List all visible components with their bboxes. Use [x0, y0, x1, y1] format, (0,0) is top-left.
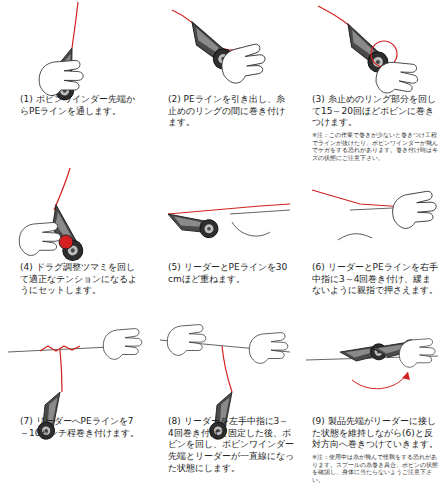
step-3-art — [318, 6, 420, 98]
step-panel: (9) 製品先端がリーダーに接した状態を維持しながら(6)と反対方向へ巻きつけて… — [312, 416, 438, 483]
step-1-art — [39, 2, 88, 102]
step-caption: (3) 糸止めのリング部分を回して15～20回ほどボビンに巻きつけます。 — [312, 94, 438, 129]
caution-note: ※注：使用中は糸が飛んで怪我をする恐れがあります。スプールの糸巻き具合、ボビンの… — [312, 453, 438, 483]
step-5-art — [168, 204, 290, 244]
step-caption: (5) リーダーとPEラインを30cmほど重ねます。 — [168, 262, 290, 285]
step-caption: (4) ドラグ調整ツマミを回して適正なテンションになるようにセットします。 — [20, 262, 142, 297]
step-caption: (2) PEラインを引き出し、糸止めのリングの間に巻き付けます。 — [168, 94, 290, 129]
step-2-art — [172, 10, 268, 85]
step-6-art — [312, 190, 438, 240]
step-panel: (6) リーダーとPEラインを右手中指に3～4回巻き付け、緩まないように親指で押… — [312, 262, 438, 297]
caution-note: ※注：この作業で巻きが少ないと巻きつけ工程でラインが抜けたり、ボビンワインダーが… — [312, 131, 438, 161]
step-panel: (4) ドラグ調整ツマミを回して適正なテンションになるようにセットします。 — [20, 262, 142, 297]
step-panel: (8) リーダーを左手中指に3～4回巻き付けて固定した後、ボビンを回し、ボビンワ… — [168, 416, 294, 474]
step-caption: (7) リーダーへPEラインを7～10センチ程巻き付けます。 — [20, 416, 142, 439]
step-caption: (8) リーダーを左手中指に3～4回巻き付けて固定した後、ボビンを回し、ボビンワ… — [168, 416, 294, 474]
step-caption: (1) ボビンワインダー先端からPEラインを通します。 — [20, 94, 142, 117]
step-7-art — [8, 329, 142, 441]
step-panel: (7) リーダーへPEラインを7～10センチ程巻き付けます。 — [20, 416, 142, 439]
step-panel: (3) 糸止めのリング部分を回して15～20回ほどボビンに巻きつけます。※注：こ… — [312, 94, 438, 161]
step-panel: (1) ボビンワインダー先端からPEラインを通します。 — [20, 94, 142, 117]
step-9-art — [306, 327, 438, 389]
step-caption: (6) リーダーとPEラインを右手中指に3～4回巻き付け、緩まないように親指で押… — [312, 262, 438, 297]
step-panel: (2) PEラインを引き出し、糸止めのリングの間に巻き付けます。 — [168, 94, 290, 129]
step-panel: (5) リーダーとPEラインを30cmほど重ねます。 — [168, 262, 290, 285]
step-4-art — [19, 168, 96, 264]
step-caption: (9) 製品先端がリーダーに接した状態を維持しながら(6)と反対方向へ巻きつけて… — [312, 416, 438, 451]
